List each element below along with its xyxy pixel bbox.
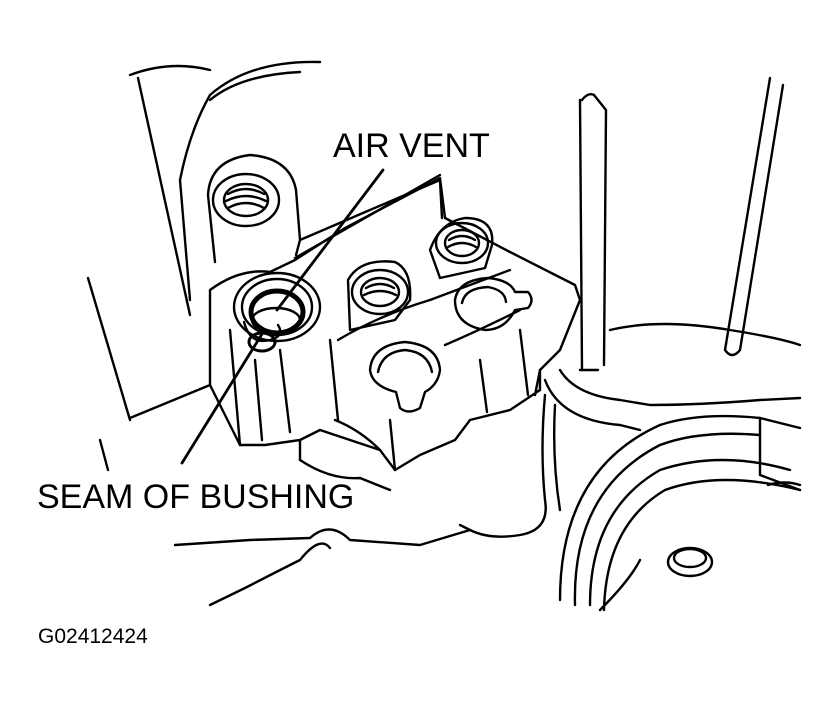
seam-leader (180, 332, 264, 465)
right-port (453, 276, 533, 332)
vertical-rib (578, 92, 608, 372)
upper-bolt-boss (206, 153, 302, 264)
right-bolt-boss (428, 216, 494, 280)
lower-channel (458, 322, 802, 538)
seam-of-bushing-callout: SEAM OF BUSHING (37, 478, 355, 516)
air-vent-leader (275, 168, 385, 312)
pump-gear (558, 414, 802, 612)
air-vent-callout: AIR VENT (333, 127, 490, 165)
leader-lines (180, 168, 385, 465)
upper-case-wall (178, 60, 322, 302)
lower-port (368, 340, 442, 413)
middle-bolt-boss (346, 260, 412, 332)
valve-body (128, 173, 582, 472)
lower-case-outline (173, 438, 472, 607)
bushing-bore (232, 271, 322, 353)
figure-code: G02412424 (38, 625, 148, 648)
outer-casing-right (723, 76, 785, 357)
outer-casing-left (86, 64, 212, 472)
